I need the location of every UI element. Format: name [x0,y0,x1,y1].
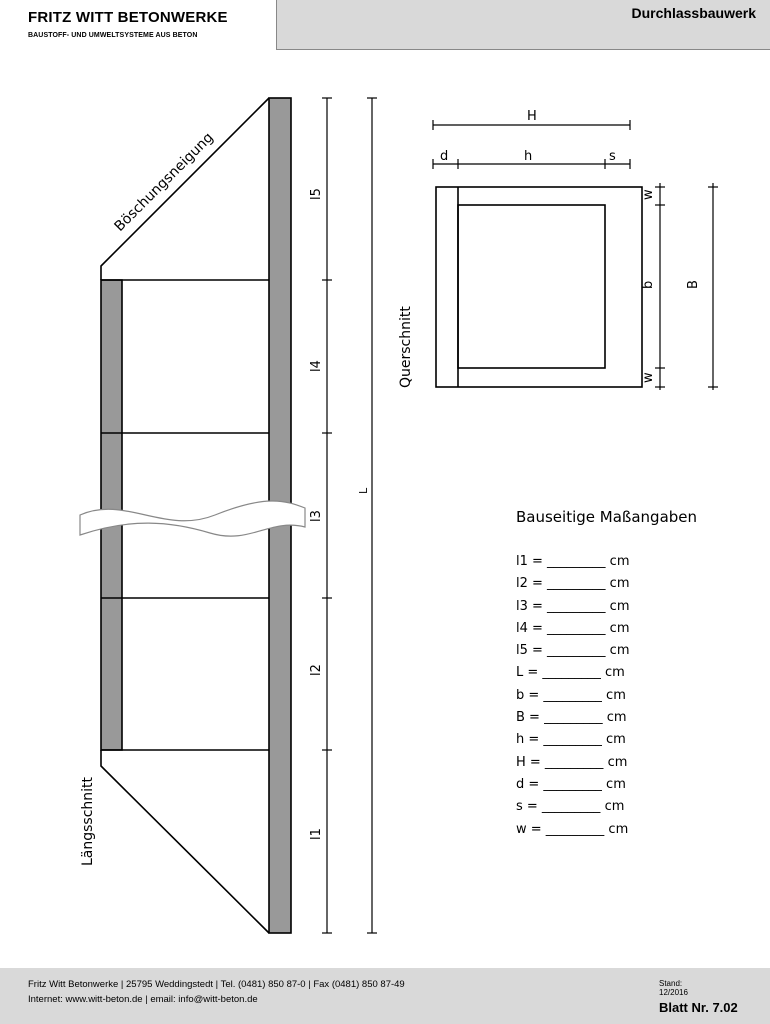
footer-contact: Fritz Witt Betonwerke | 25795 Weddingste… [28,979,405,990]
total-dimension-line [367,97,377,934]
stand-date: 12/2016 [659,988,688,997]
form-field-l2: l2 = _________ cm [516,576,630,592]
form-field-l3: l3 = _________ cm [516,598,630,614]
company-name: FRITZ WITT BETONWERKE [28,9,228,26]
form-field-l1: l1 = _________ cm [516,554,630,569]
sheet-number: Blatt Nr. 7.02 [659,1000,738,1015]
segment-label-l3: l3 [309,510,324,522]
form-title: Bauseitige Maßangaben [516,508,698,526]
form-field-l5: l5 = _________ cm [516,643,630,659]
technical-drawing: Böschungsneigung Längsschnitt l5 l4 l3 l… [0,50,770,965]
cross-section-dimension-lines [432,120,718,390]
form-field-w: w = _________ cm [516,821,629,837]
slope-label: Böschungsneigung [112,130,217,235]
footer-web: Internet: www.witt-beton.de | email: inf… [28,994,258,1005]
form-field-d: d = _________ cm [516,776,626,792]
dim-label-b: b [641,281,656,289]
inner-opening [457,204,606,369]
cross-section [435,186,643,388]
form-field-H: H = _________ cm [516,754,628,770]
dimension-form: l1 = _________ cm l2 = _________ cm l3 =… [516,551,629,841]
segment-label-l4: l4 [309,360,324,372]
dim-label-d: d [440,149,448,164]
form-field-l4: l4 = _________ cm [516,620,630,636]
outer-frame [435,186,643,388]
form-field-s: s = _________ cm [516,799,625,815]
form-field-B: B = _________ cm [516,710,627,726]
header-title-block: Durchlassbauwerk [276,0,770,50]
break-mark [79,500,306,537]
cross-section-label: Querschnitt [398,306,414,388]
form-field-L: L = _________ cm [516,665,625,681]
longitudinal-section-label: Längsschnitt [80,776,96,866]
total-length-label: L [357,487,370,494]
bottom-slope-line [100,750,270,934]
header-company-block: FRITZ WITT BETONWERKE BAUSTOFF- UND UMWE… [0,0,276,50]
dim-label-h: h [524,149,532,164]
form-field-b: b = _________ cm [516,687,626,703]
segment-label-l1: l1 [309,828,324,840]
company-tagline: BAUSTOFF- UND UMWELTSYSTEME AUS BETON [28,32,198,39]
form-field-h: h = _________ cm [516,732,626,748]
document-title: Durchlassbauwerk [631,5,757,21]
footer: Fritz Witt Betonwerke | 25795 Weddingste… [0,968,770,1024]
dim-label-w-bottom: w [641,372,656,383]
segment-label-l2: l2 [309,664,324,676]
top-slope-line [100,97,270,280]
segment-label-l5: l5 [309,188,324,200]
dim-label-s: s [609,149,616,164]
dim-label-H: H [527,109,537,124]
stand-label: Stand: [659,979,683,988]
dim-label-B: B [686,280,701,289]
longitudinal-section [79,97,306,934]
dim-label-w-top: w [641,189,656,200]
segment-dimension-line [322,97,332,934]
